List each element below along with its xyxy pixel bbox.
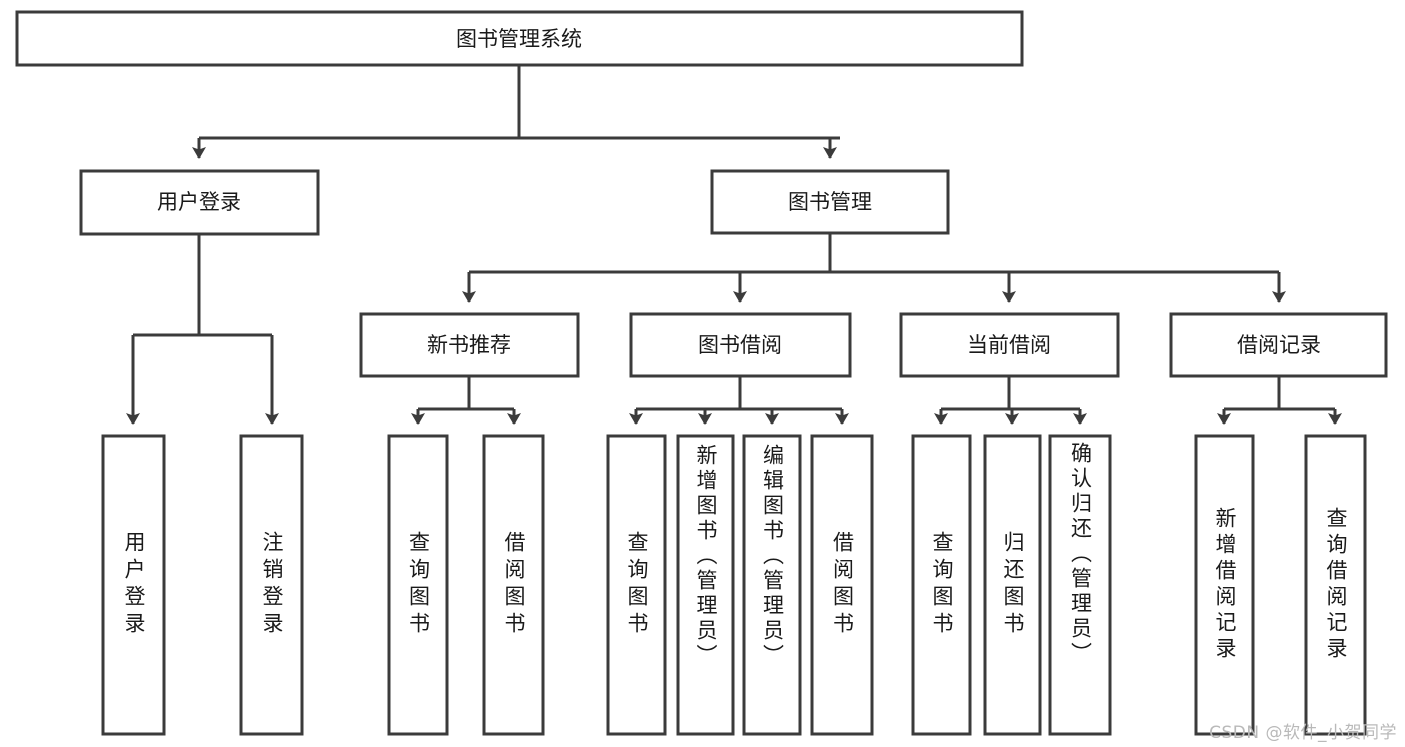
node-leaf-query-book-3[interactable]: 查询图书 [911,434,972,736]
node-leaf-confirm-return-label: 确认归还（管理员） [1068,442,1093,667]
node-book-borrow-box[interactable] [629,312,852,378]
node-leaf-user-login[interactable]: 用户登录 [101,434,166,736]
node-leaf-add-book-box[interactable] [676,434,735,736]
node-leaf-add-book-label: 新增图书（管理员） [694,444,718,669]
node-leaf-confirm-return[interactable]: 确认归还（管理员） [1048,434,1112,736]
node-leaf-edit-book[interactable]: 编辑图书（管理员） [742,434,802,736]
node-new-book-recommend-label: 新书推荐 [427,333,511,357]
node-leaf-edit-book-box[interactable] [742,434,802,736]
node-leaf-borrow-book-1[interactable]: 借阅图书 [482,434,545,736]
node-leaf-add-record-box[interactable] [1194,434,1255,736]
node-book-management-label: 图书管理 [788,190,872,214]
node-leaf-return-book-label: 归还图书 [1001,531,1025,639]
node-user-login[interactable]: 用户登录 [79,169,320,236]
node-leaf-borrow-book-2-box[interactable] [810,434,874,736]
node-user-login-label: 用户登录 [157,190,241,214]
node-leaf-add-record-label: 新增借阅记录 [1213,507,1237,663]
node-leaf-return-book-box[interactable] [983,434,1042,736]
node-leaf-query-book-3-box[interactable] [911,434,972,736]
node-root-box[interactable] [15,10,1024,67]
node-leaf-edit-book-label: 编辑图书（管理员） [760,444,785,669]
node-leaf-query-book-1-label: 查询图书 [406,531,431,639]
node-leaf-query-book-2-label: 查询图书 [625,531,649,639]
node-book-borrow-label: 图书借阅 [698,333,782,357]
node-leaf-query-record-box[interactable] [1304,434,1367,736]
node-current-borrow[interactable]: 当前借阅 [899,312,1120,378]
node-leaf-logout[interactable]: 注销登录 [239,434,304,736]
node-user-login-box[interactable] [79,169,320,236]
node-borrow-record-box[interactable] [1169,312,1388,378]
node-leaf-add-record[interactable]: 新增借阅记录 [1194,434,1255,736]
node-book-management-box[interactable] [710,169,950,235]
node-new-book-recommend-box[interactable] [359,312,580,378]
node-leaf-query-book-1-box[interactable] [387,434,449,736]
node-leaf-query-book-3-label: 查询图书 [930,531,954,639]
watermark: CSDN @软件_小贺同学 [1209,723,1397,743]
node-new-book-recommend[interactable]: 新书推荐 [359,312,580,378]
node-leaf-borrow-book-2[interactable]: 借阅图书 [810,434,874,736]
node-leaf-query-record[interactable]: 查询借阅记录 [1304,434,1367,736]
node-leaf-query-record-label: 查询借阅记录 [1324,507,1348,663]
node-book-borrow[interactable]: 图书借阅 [629,312,852,378]
node-borrow-record[interactable]: 借阅记录 [1169,312,1388,378]
node-current-borrow-box[interactable] [899,312,1120,378]
edge-layer [126,65,1342,425]
node-leaf-confirm-return-box[interactable] [1048,434,1112,736]
node-current-borrow-label: 当前借阅 [967,333,1051,357]
node-leaf-borrow-book-1-box[interactable] [482,434,545,736]
node-leaf-logout-label: 注销登录 [260,531,284,639]
node-leaf-return-book[interactable]: 归还图书 [983,434,1042,736]
node-root-label: 图书管理系统 [456,27,582,51]
node-leaf-query-book-1[interactable]: 查询图书 [387,434,449,736]
node-book-management[interactable]: 图书管理 [710,169,950,235]
node-leaf-logout-box[interactable] [239,434,304,736]
node-leaf-query-book-2-box[interactable] [606,434,667,736]
node-leaf-query-book-2[interactable]: 查询图书 [606,434,667,736]
node-borrow-record-label: 借阅记录 [1237,333,1321,357]
node-leaf-borrow-book-1-label: 借阅图书 [502,531,526,639]
node-leaf-user-login-label: 用户登录 [122,531,146,639]
node-leaf-add-book[interactable]: 新增图书（管理员） [676,434,735,736]
node-leaf-borrow-book-2-label: 借阅图书 [830,531,855,639]
node-root[interactable]: 图书管理系统 [15,10,1024,67]
node-leaf-user-login-box[interactable] [101,434,166,736]
